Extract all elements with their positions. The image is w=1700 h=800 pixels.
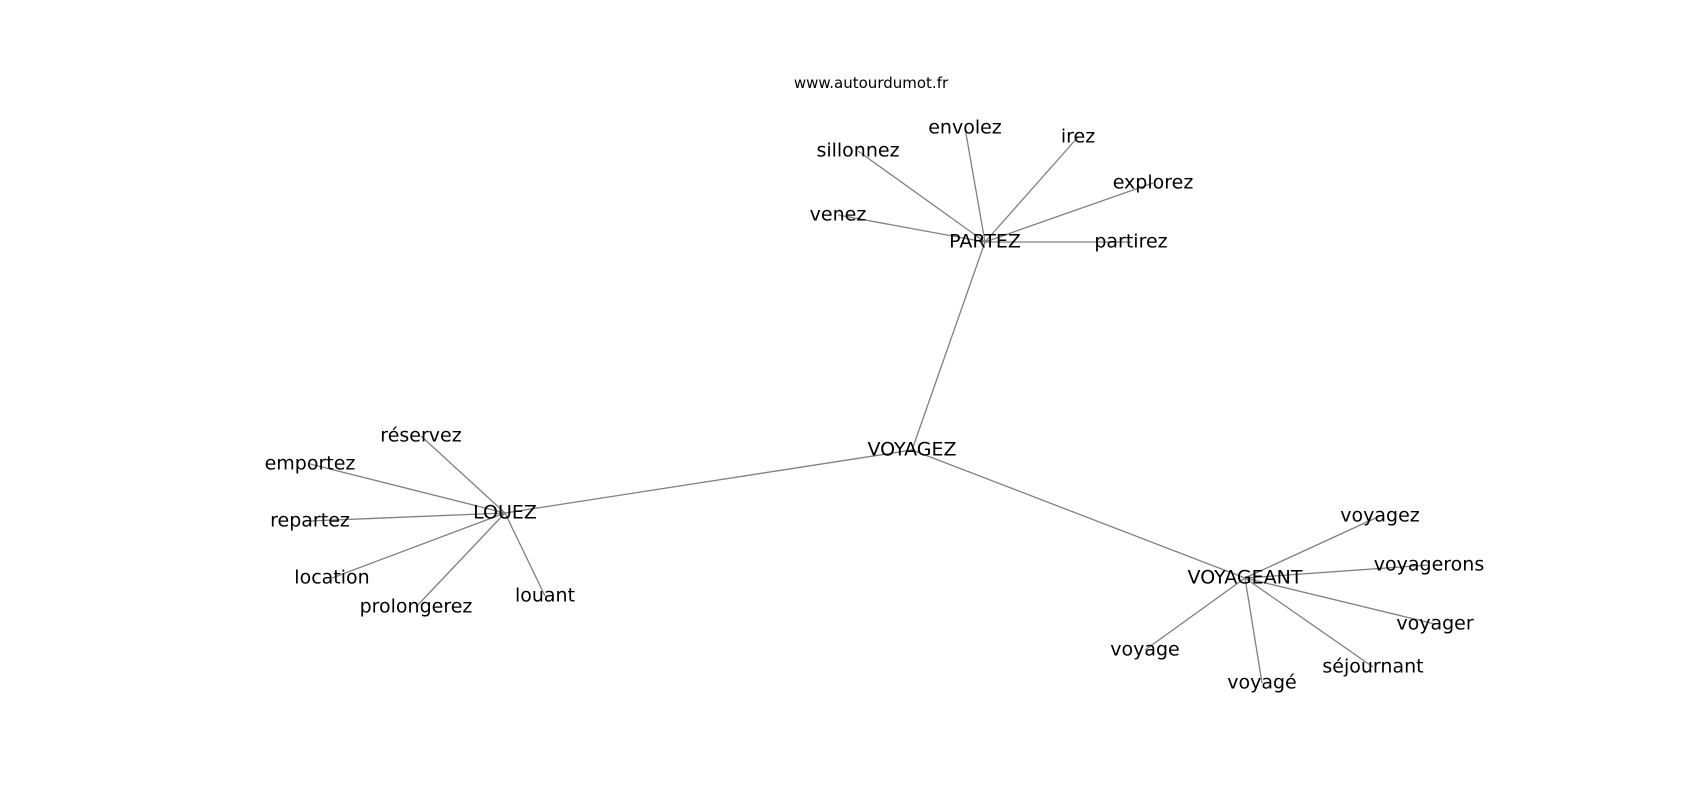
graph-labels: www.autourdumot.fr VOYAGEZ PARTEZ venez sil…	[265, 74, 1485, 694]
leaf-node-louant: louant	[515, 585, 575, 607]
edge-center-louez	[504, 449, 913, 514]
edge-voyageant-voyagerons	[1244, 564, 1430, 579]
edge-voyageant-voyage	[1144, 577, 1246, 651]
leaf-node-irez: irez	[1061, 126, 1095, 148]
edge-voyageant-voyagez	[1244, 515, 1381, 579]
leaf-node-venez: venez	[810, 204, 867, 226]
hub-node-partez: PARTEZ	[949, 231, 1021, 253]
edge-partez-envolez	[964, 127, 986, 243]
center-word-node: VOYAGEZ	[867, 439, 956, 461]
edge-louez-louant	[504, 512, 546, 597]
edge-louez-emportez	[309, 463, 506, 514]
hub-node-louez: LOUEZ	[473, 502, 537, 524]
leaf-node-voyage: voyage	[1110, 639, 1180, 661]
edge-voyageant-sejournant	[1244, 577, 1374, 668]
leaf-node-sejournant: séjournant	[1322, 656, 1423, 678]
leaf-node-explorez: explorez	[1113, 172, 1194, 194]
edge-louez-location	[331, 512, 506, 579]
edge-center-partez	[911, 241, 986, 451]
hub-node-voyageant: VOYAGEANT	[1188, 567, 1303, 589]
leaf-node-voyage: voyagé	[1227, 672, 1297, 694]
edge-center-voyageant	[911, 449, 1246, 579]
leaf-node-voyagez: voyagez	[1340, 505, 1420, 527]
leaf-node-location: location	[294, 567, 369, 589]
leaf-node-envolez: envolez	[928, 117, 1002, 139]
edge-partez-explorez	[984, 182, 1154, 243]
leaf-node-reservez: réservez	[380, 425, 461, 447]
edge-louez-reservez	[420, 435, 506, 514]
edge-voyageant-voyager	[1244, 577, 1436, 625]
leaf-node-prolongerez: prolongerez	[360, 596, 473, 618]
edge-partez-venez	[837, 214, 986, 243]
edge-partez-irez	[984, 136, 1079, 243]
leaf-node-voyagerons: voyagerons	[1374, 554, 1484, 576]
edge-louez-prolongerez	[415, 512, 506, 608]
leaf-node-partirez: partirez	[1094, 231, 1167, 253]
leaf-node-sillonnez: sillonnez	[816, 140, 899, 162]
graph-edges	[309, 127, 1436, 684]
edge-louez-repartez	[309, 512, 506, 522]
leaf-node-repartez: repartez	[270, 510, 350, 532]
edge-partez-sillonnez	[857, 150, 986, 243]
leaf-node-emportez: emportez	[265, 453, 356, 475]
edge-voyageant-voyage	[1244, 577, 1263, 684]
source-credit: www.autourdumot.fr	[794, 74, 949, 92]
leaf-node-voyager: voyager	[1396, 613, 1474, 635]
